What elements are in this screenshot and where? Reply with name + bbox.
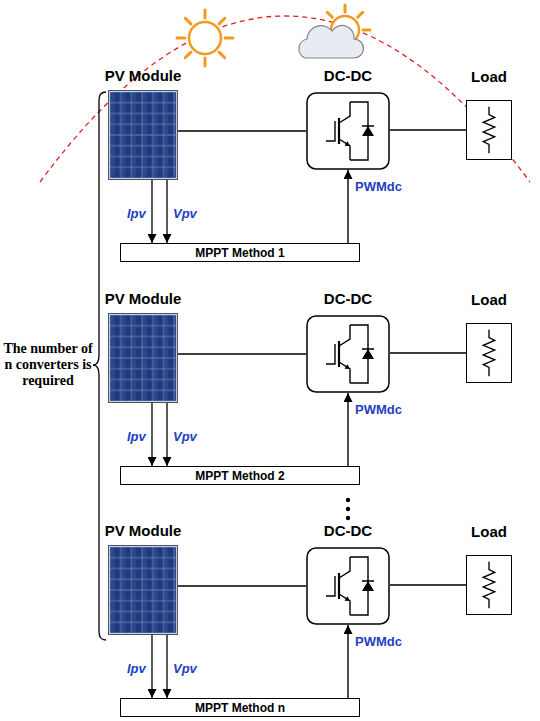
pv-module: PV Module bbox=[108, 90, 178, 180]
method-label: MPPT Method 2 bbox=[195, 469, 284, 483]
connector bbox=[178, 353, 306, 354]
sun bbox=[177, 10, 233, 66]
load-label: Load bbox=[471, 523, 507, 540]
connector bbox=[347, 625, 348, 698]
dc-dc-converter: DC-DC bbox=[306, 547, 390, 625]
signal-name: Vpv bbox=[172, 661, 198, 676]
resistor-symbol bbox=[467, 324, 511, 382]
mppt-box: MPPT Method 2 bbox=[120, 466, 360, 485]
module-label: PV Module bbox=[105, 67, 182, 84]
signal-name: Vpv bbox=[172, 206, 198, 221]
pv-panel bbox=[108, 90, 178, 180]
method-label: MPPT Method 1 bbox=[195, 246, 284, 260]
signal-name: Vpv bbox=[172, 429, 198, 444]
load-label: Load bbox=[471, 68, 507, 85]
signal-name: PWMdc bbox=[354, 179, 403, 194]
brace bbox=[93, 92, 106, 640]
pv-panel bbox=[108, 313, 178, 403]
mppt-box: MPPT Method 1 bbox=[120, 243, 360, 262]
connector bbox=[390, 352, 466, 353]
resistor-symbol bbox=[467, 101, 511, 159]
converter-label: DC-DC bbox=[324, 67, 372, 84]
connector bbox=[390, 584, 466, 585]
signal-name: Ipv bbox=[126, 429, 147, 444]
pv-module: PV Module bbox=[108, 313, 178, 403]
pv-module: PV Module bbox=[108, 545, 178, 635]
cloud bbox=[299, 25, 364, 58]
igbt-symbol bbox=[306, 547, 390, 625]
load-label: Load bbox=[471, 291, 507, 308]
load-box: Load bbox=[466, 100, 512, 160]
connector bbox=[390, 129, 466, 130]
signal-name: Ipv bbox=[126, 661, 147, 676]
ellipsis-dots bbox=[346, 498, 350, 520]
dc-dc-converter: DC-DC bbox=[306, 315, 390, 393]
signal-name: PWMdc bbox=[354, 402, 403, 417]
connector bbox=[178, 130, 306, 131]
connector bbox=[347, 170, 348, 243]
module-label: PV Module bbox=[105, 290, 182, 307]
brace-note: The number of n converters is required bbox=[2, 341, 94, 389]
dc-dc-converter: DC-DC bbox=[306, 92, 390, 170]
mppt-box: MPPT Method n bbox=[120, 698, 360, 717]
signal-name: PWMdc bbox=[354, 634, 403, 649]
connector bbox=[347, 393, 348, 466]
converter-label: DC-DC bbox=[324, 522, 372, 539]
converter-label: DC-DC bbox=[324, 290, 372, 307]
method-label: MPPT Method n bbox=[195, 701, 285, 715]
pv-panel bbox=[108, 545, 178, 635]
load-box: Load bbox=[466, 555, 512, 615]
sky-arc bbox=[40, 16, 530, 182]
signal-name: Ipv bbox=[126, 206, 147, 221]
igbt-symbol bbox=[306, 315, 390, 393]
connector bbox=[178, 585, 306, 586]
resistor-symbol bbox=[467, 556, 511, 614]
igbt-symbol bbox=[306, 92, 390, 170]
load-box: Load bbox=[466, 323, 512, 383]
module-label: PV Module bbox=[105, 522, 182, 539]
